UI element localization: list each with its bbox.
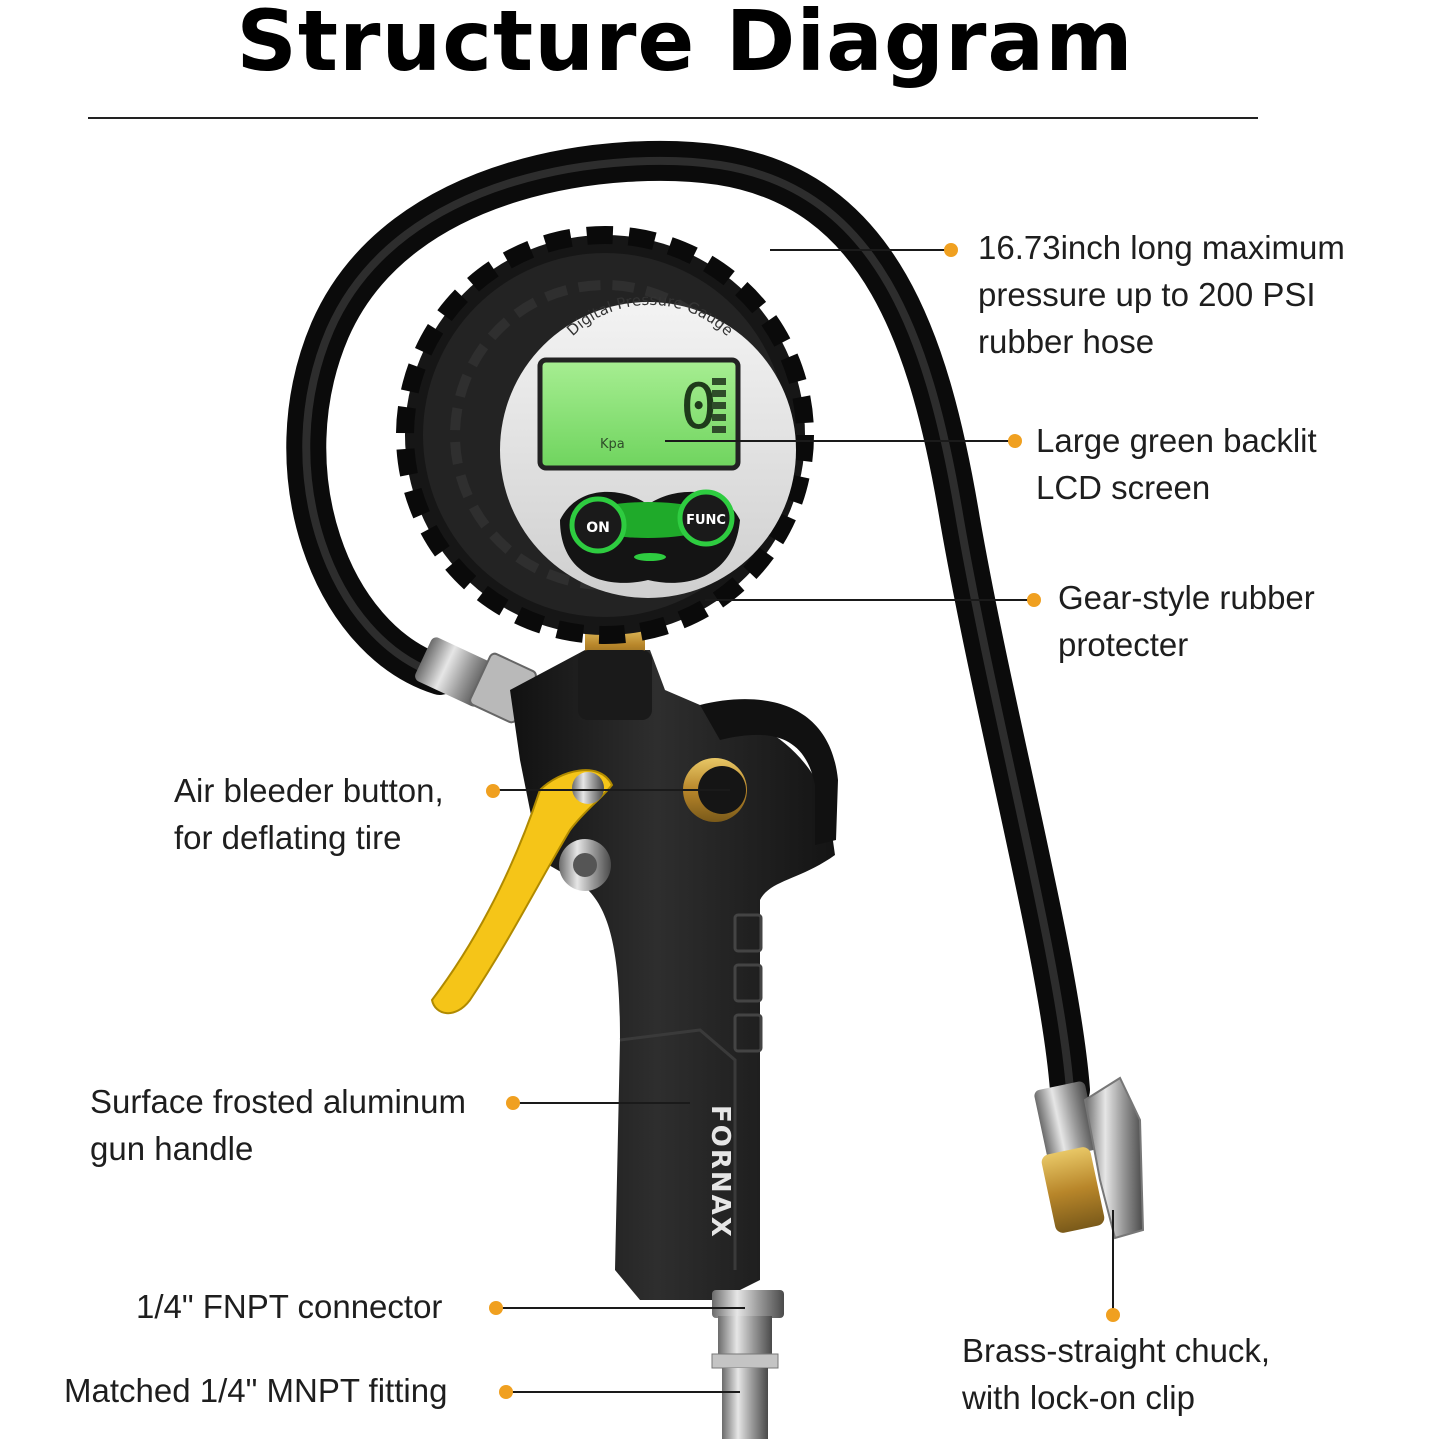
callout-gun-handle: Surface frosted aluminum gun handle <box>90 1083 467 1167</box>
lcd-unit: Kpa <box>600 437 625 452</box>
fnpt-connector <box>712 1290 784 1318</box>
callout-mnpt-fitting: Matched 1/4" MNPT fitting <box>64 1372 448 1409</box>
side-valve <box>559 839 611 891</box>
callout-lcd-screen: Large green backlit LCD screen <box>1036 422 1317 506</box>
gun-body <box>510 650 838 1300</box>
leader-lines <box>493 249 1114 1393</box>
brand-logo-text: FORNAX <box>705 1105 735 1239</box>
callout-dots <box>486 243 1120 1399</box>
callout-rubber-protector: Gear-style rubber protecter <box>1058 579 1315 663</box>
callout-fnpt-connector: 1/4" FNPT connector <box>136 1288 443 1325</box>
title-divider <box>88 117 1258 119</box>
func-button-label: FUNC <box>686 513 726 528</box>
on-button <box>569 496 627 554</box>
func-button <box>677 489 735 547</box>
mnpt-fitting <box>711 1316 779 1439</box>
lcd-reading: 0 <box>680 370 717 443</box>
callout-brass-chuck: Brass-straight chuck, with lock-on clip <box>962 1332 1271 1416</box>
gauge-face: Digital Pressure Gauge 0 Kpa ON FUNC <box>500 291 796 598</box>
brass-chuck <box>1034 1076 1145 1240</box>
trigger-lever <box>430 769 614 1015</box>
page-title: Structure Diagram <box>236 0 1134 90</box>
callout-hose: 16.73inch long maximum pressure up to 20… <box>978 229 1345 360</box>
rubber-hose <box>286 140 1090 1110</box>
callout-air-bleeder: Air bleeder button, for deflating tire <box>174 772 444 856</box>
on-button-label: ON <box>586 520 610 536</box>
